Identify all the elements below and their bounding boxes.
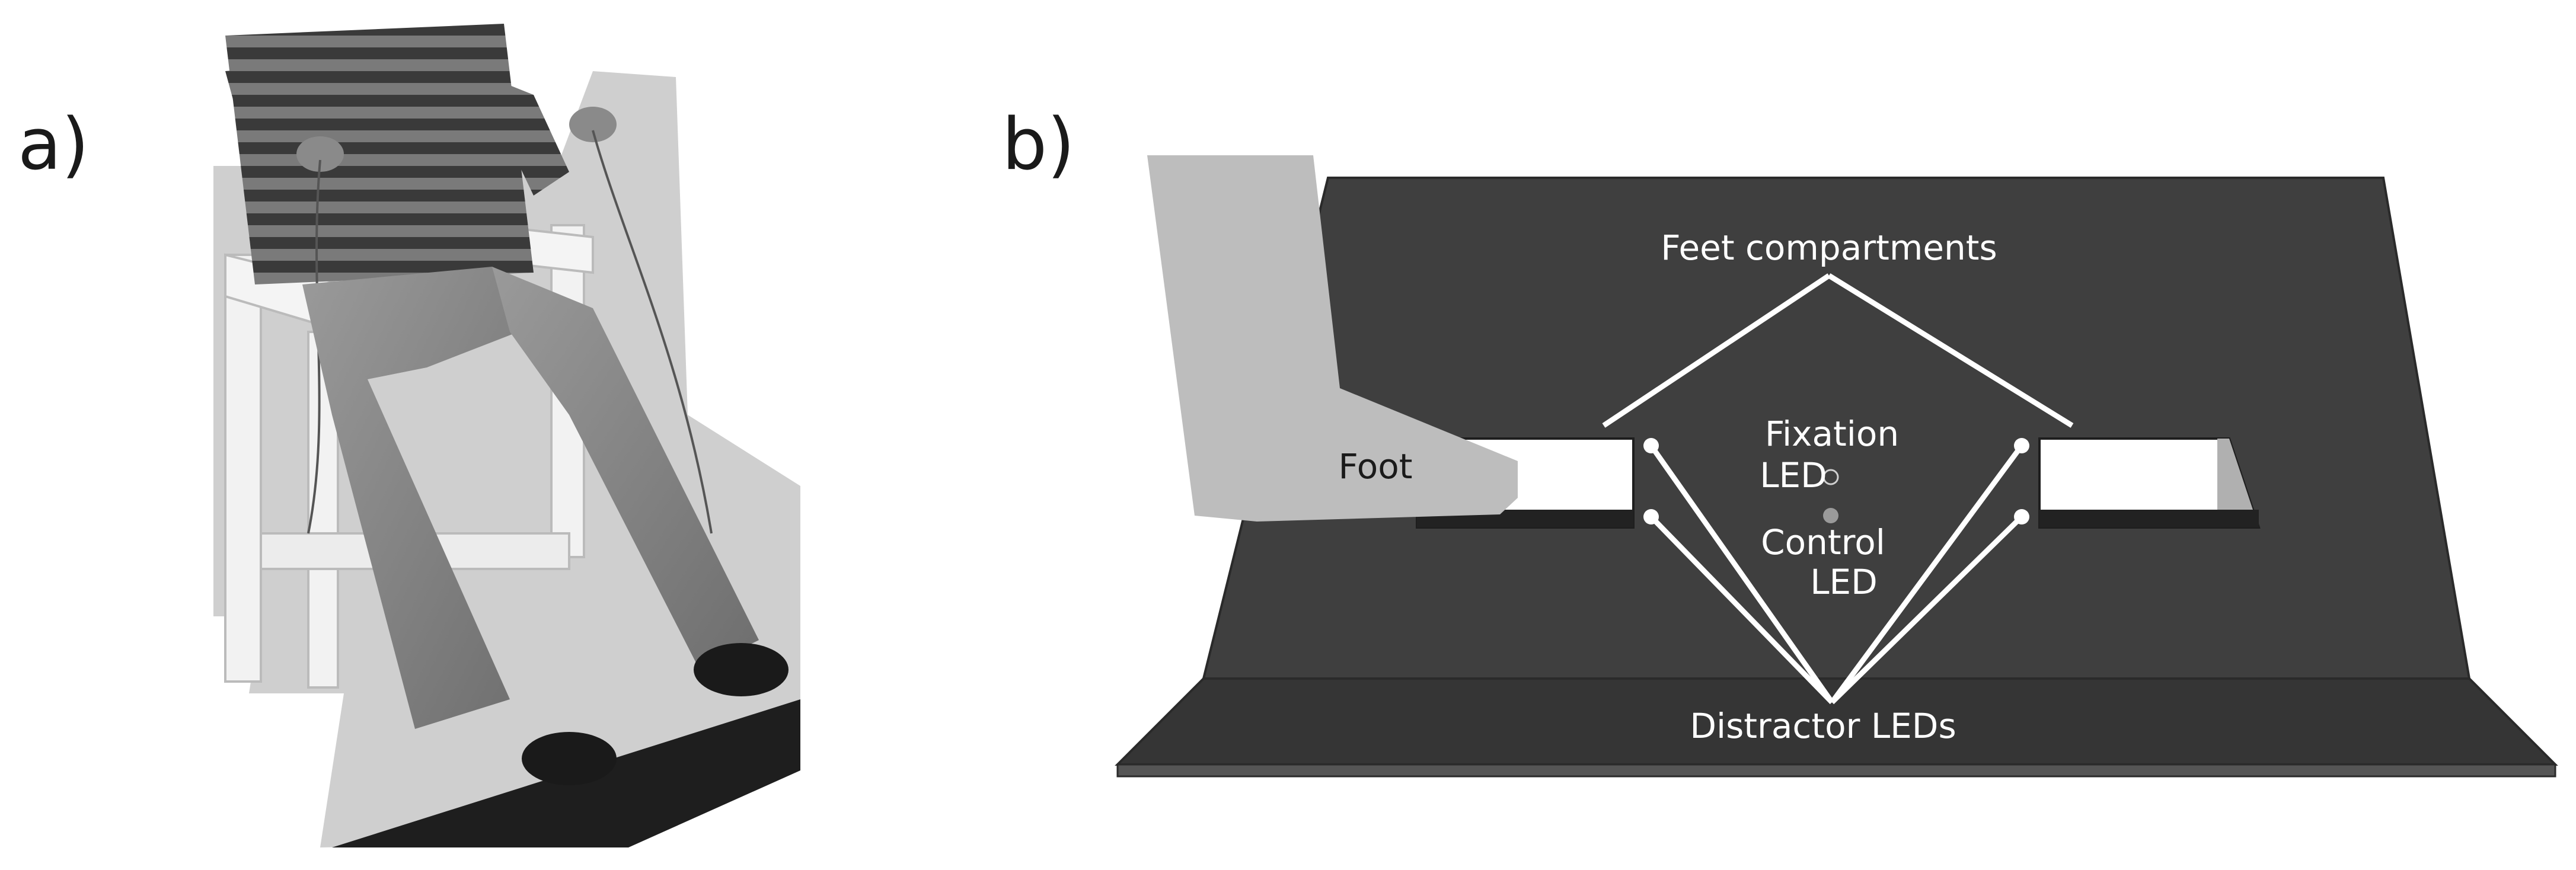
photo-jeans	[302, 267, 534, 729]
photo-left-shoe	[522, 732, 617, 785]
photo-subject-seated	[213, 24, 800, 847]
control-led-label-line1: Control	[1761, 522, 1885, 562]
photo-right-shoe	[694, 643, 789, 696]
distractor-led-right-top	[2014, 438, 2029, 453]
panel-a-label: a)	[18, 104, 90, 186]
distractor-led-right-bottom	[2014, 509, 2029, 524]
right-foot-compartment	[2038, 437, 2261, 529]
feet-compartments-pointer	[1602, 273, 2074, 428]
distractor-leds-pointer	[1649, 444, 2024, 705]
control-led	[1823, 508, 1838, 523]
distractor-led-left-top	[1643, 438, 1659, 453]
fixation-led-label-line1: Fixation	[1765, 414, 1899, 454]
panel-b-label: b)	[1002, 104, 1075, 186]
distractor-led-left-bottom	[1643, 509, 1659, 524]
distractor-leds-label: Distractor LEDs	[1690, 706, 1956, 746]
control-led-label-line2: LED	[1810, 562, 1878, 602]
fixation-led-label-line2: LED	[1760, 455, 1827, 495]
foot-label: Foot	[1338, 446, 1412, 487]
foot-shape	[1147, 155, 1518, 522]
fixation-led	[1822, 469, 1839, 485]
feet-compartments-label: Feet compartments	[1661, 228, 1997, 268]
photo-sweater	[225, 24, 534, 284]
